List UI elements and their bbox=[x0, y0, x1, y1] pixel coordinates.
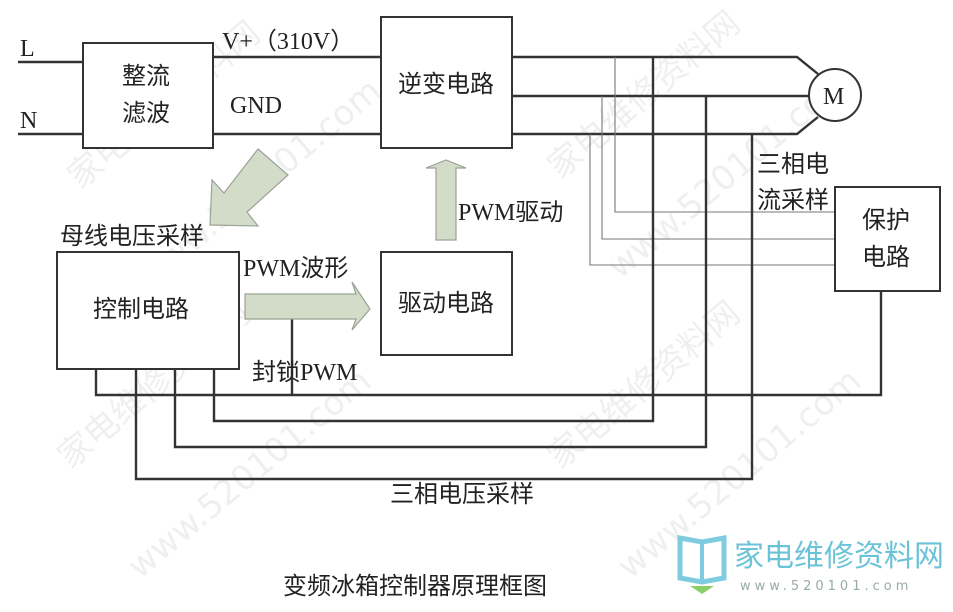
bus-voltage-arrow bbox=[209, 148, 289, 227]
voltage-sample-w bbox=[134, 134, 754, 481]
pwm-drive-arrow bbox=[425, 159, 467, 241]
motor-symbol bbox=[808, 68, 862, 122]
voltage-sample-v bbox=[173, 96, 708, 449]
label-N: N bbox=[20, 108, 37, 134]
logo-url: www.520101.com bbox=[740, 579, 912, 594]
rectifier-filter-block bbox=[82, 42, 214, 149]
protection-signal-line bbox=[94, 291, 883, 397]
label-gnd: GND bbox=[230, 93, 282, 119]
phase-w-wire bbox=[512, 116, 819, 136]
current-sampling-label-2: 流采样 bbox=[757, 187, 829, 214]
driver-block bbox=[380, 251, 513, 356]
current-sample-v bbox=[601, 96, 835, 240]
bus-voltage-sampling-label: 母线电压采样 bbox=[60, 223, 204, 250]
phase-u-wire bbox=[512, 55, 819, 75]
rectifier-label-1: 整流 bbox=[122, 63, 170, 90]
current-sampling-label-1: 三相电 bbox=[757, 151, 829, 178]
protection-label-2: 电路 bbox=[862, 244, 910, 271]
lock-pwm-label: 封锁PWM bbox=[252, 359, 357, 386]
motor-label: M bbox=[823, 84, 844, 110]
driver-label: 驱动电路 bbox=[398, 290, 494, 317]
control-label: 控制电路 bbox=[93, 296, 189, 323]
label-vplus: V+（310V） bbox=[222, 29, 354, 55]
voltage-sampling-label: 三相电压采样 bbox=[390, 481, 534, 508]
label-L: L bbox=[20, 36, 35, 62]
site-logo: 家电维修资料网 www.520101.com bbox=[677, 535, 944, 594]
diagram-title: 变频冰箱控制器原理框图 bbox=[283, 573, 547, 600]
protection-block bbox=[834, 186, 941, 292]
pwm-drive-label: PWM驱动 bbox=[458, 199, 563, 226]
pwm-waveform-arrow bbox=[244, 281, 371, 331]
inverter-block bbox=[380, 16, 513, 149]
current-sample-u bbox=[614, 57, 835, 213]
inverter-label: 逆变电路 bbox=[398, 71, 494, 98]
control-block bbox=[56, 251, 240, 370]
pwm-waveform-label: PWM波形 bbox=[243, 255, 348, 282]
current-sample-w bbox=[589, 134, 835, 266]
logo-name: 家电维修资料网 bbox=[734, 539, 944, 574]
rectifier-label-2: 滤波 bbox=[122, 100, 170, 127]
watermark-text: 家电维修资料网 bbox=[540, 293, 748, 477]
protection-label-1: 保护 bbox=[862, 207, 910, 234]
